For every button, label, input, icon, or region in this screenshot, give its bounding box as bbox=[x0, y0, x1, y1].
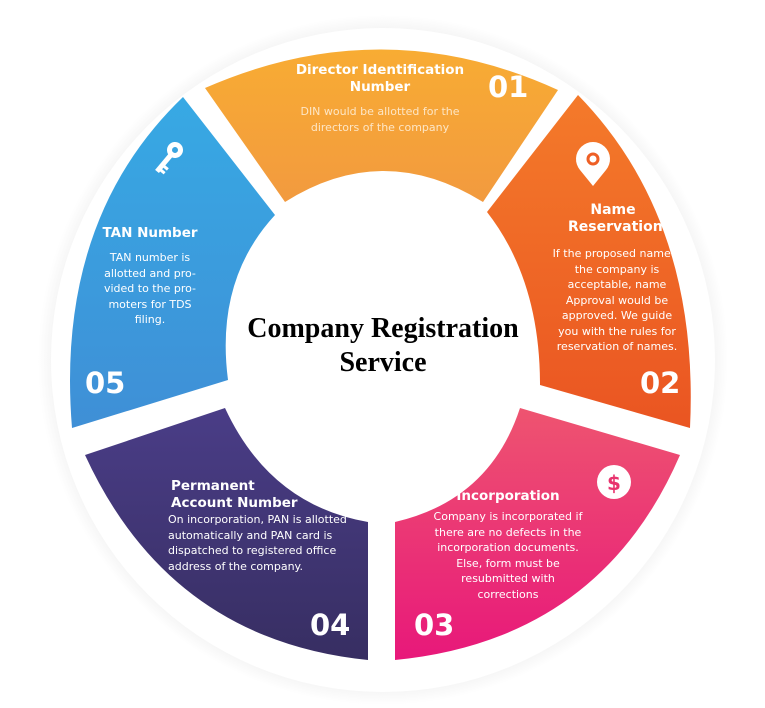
segment-02-body: If the proposed nameof the company is ac… bbox=[552, 247, 682, 353]
segment-01-shape bbox=[205, 49, 558, 203]
segment-05-shape bbox=[70, 97, 275, 428]
segment-04-number: 04 bbox=[310, 608, 351, 642]
segment-04-body: On incorporation, PAN is allotted automa… bbox=[168, 513, 347, 573]
segment-02-shape bbox=[487, 95, 691, 428]
segment-05-number: 05 bbox=[85, 366, 126, 400]
segment-02-heading: Name Reservation bbox=[568, 202, 663, 235]
title-line-2: Service bbox=[339, 347, 427, 378]
segment-01-body: DIN would be allotted for the directors … bbox=[300, 105, 460, 134]
segment-01-heading: Director Identification Number bbox=[295, 62, 465, 95]
dollar-icon: $ bbox=[597, 465, 631, 499]
segment-02-number: 02 bbox=[640, 366, 681, 400]
segment-03-number: 03 bbox=[414, 608, 455, 642]
segment-03-heading: Incorporation bbox=[456, 488, 560, 504]
svg-text:$: $ bbox=[607, 471, 621, 495]
segment-01-number: 01 bbox=[488, 70, 529, 104]
segment-04-heading: Permanent Account Number bbox=[171, 478, 298, 511]
diagram-title: Company Registration Service bbox=[218, 312, 548, 380]
key-icon bbox=[155, 142, 183, 175]
segment-04-shape bbox=[85, 408, 368, 660]
location-pin-icon bbox=[576, 142, 610, 186]
segment-05-heading: TAN Number bbox=[102, 225, 198, 241]
segment-03-body: Company is incorporated if there are no … bbox=[433, 510, 583, 601]
title-line-1: Company Registration bbox=[247, 313, 519, 344]
segment-05-body: TAN number is allotted and pro-vided to … bbox=[103, 251, 197, 326]
